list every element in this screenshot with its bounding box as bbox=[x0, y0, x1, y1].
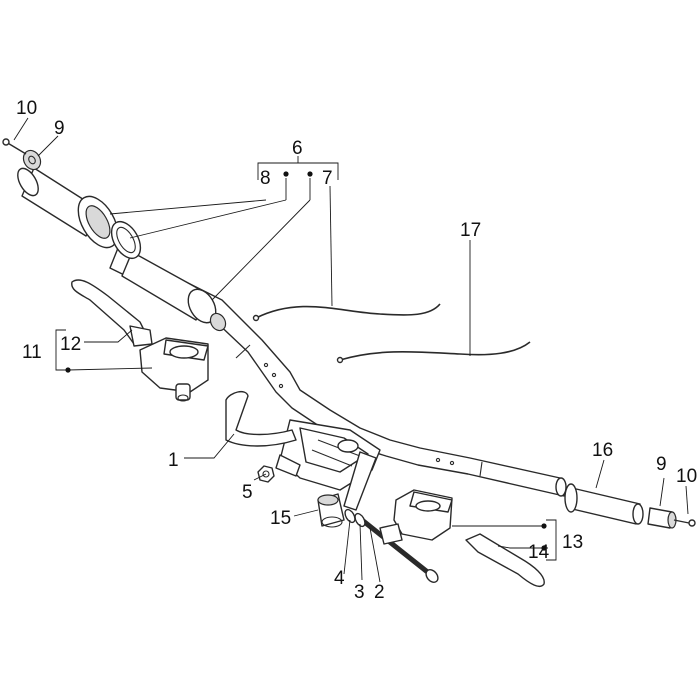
bolt-and-washers bbox=[344, 508, 439, 583]
leader-dots bbox=[65, 171, 547, 551]
callout-8: 8 bbox=[260, 168, 271, 189]
callout-4: 4 bbox=[334, 568, 345, 589]
throttle-grip bbox=[17, 167, 227, 332]
left-brake-lever bbox=[71, 279, 153, 347]
callout-9-right: 9 bbox=[656, 454, 667, 475]
handlebar-clamp bbox=[275, 419, 381, 511]
callout-2: 2 bbox=[374, 582, 385, 603]
callout-16: 16 bbox=[592, 440, 613, 461]
callout-9-left: 9 bbox=[54, 118, 65, 139]
leader-lines bbox=[13, 117, 689, 583]
callout-labels: 10 9 6 8 7 17 11 12 1 5 15 4 3 2 13 14 1… bbox=[16, 98, 697, 603]
right-grip bbox=[564, 483, 644, 525]
callout-11: 11 bbox=[22, 342, 42, 363]
callout-5: 5 bbox=[242, 482, 253, 503]
left-master-cylinder bbox=[139, 337, 209, 402]
callout-6: 6 bbox=[292, 138, 303, 159]
callout-10-left: 10 bbox=[16, 98, 37, 119]
left-end-weight bbox=[2, 138, 42, 171]
callout-10-right: 10 bbox=[676, 466, 697, 487]
callout-1: 1 bbox=[168, 450, 179, 471]
rubber-bushing bbox=[317, 493, 345, 528]
gasket-ring bbox=[110, 220, 142, 260]
callout-17: 17 bbox=[460, 220, 481, 241]
throttle-cables bbox=[252, 303, 531, 364]
callout-3: 3 bbox=[354, 582, 365, 603]
callout-15: 15 bbox=[270, 508, 291, 529]
right-end-weight bbox=[647, 507, 696, 529]
mirror-mount bbox=[225, 390, 297, 447]
callout-7: 7 bbox=[322, 168, 333, 189]
right-brake-lever bbox=[465, 533, 545, 588]
right-master-cylinder bbox=[379, 489, 453, 545]
callout-13: 13 bbox=[562, 532, 583, 553]
callout-12: 12 bbox=[60, 334, 81, 355]
handlebar bbox=[109, 247, 567, 497]
callout-14: 14 bbox=[528, 542, 550, 563]
